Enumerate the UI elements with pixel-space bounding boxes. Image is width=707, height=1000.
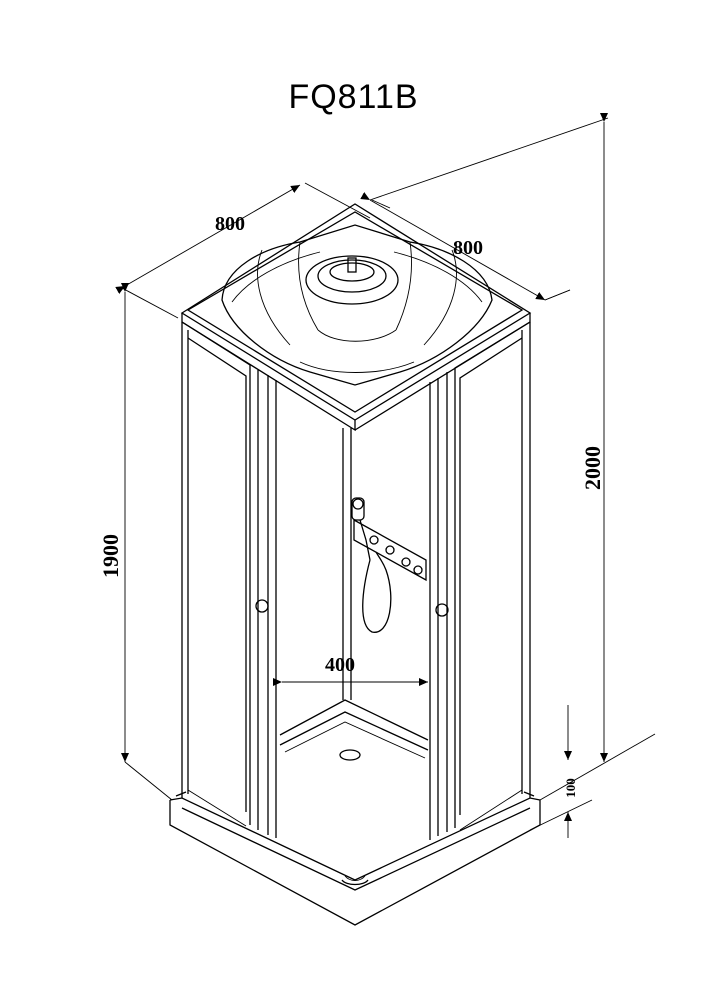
model-title: FQ811B <box>288 78 419 116</box>
dim-width-left: 800 <box>215 213 245 235</box>
shower-tray <box>169 699 541 926</box>
cabin-frame <box>181 321 531 840</box>
dim-inner-width: 400 <box>325 654 355 676</box>
shower-panel <box>351 497 427 633</box>
dim-width-right: 800 <box>453 237 483 259</box>
dimension-lines <box>115 113 656 838</box>
dim-tray-height: 100 <box>563 778 578 798</box>
dim-height-cabin: 1900 <box>98 534 123 578</box>
dim-height-total: 2000 <box>580 446 605 490</box>
